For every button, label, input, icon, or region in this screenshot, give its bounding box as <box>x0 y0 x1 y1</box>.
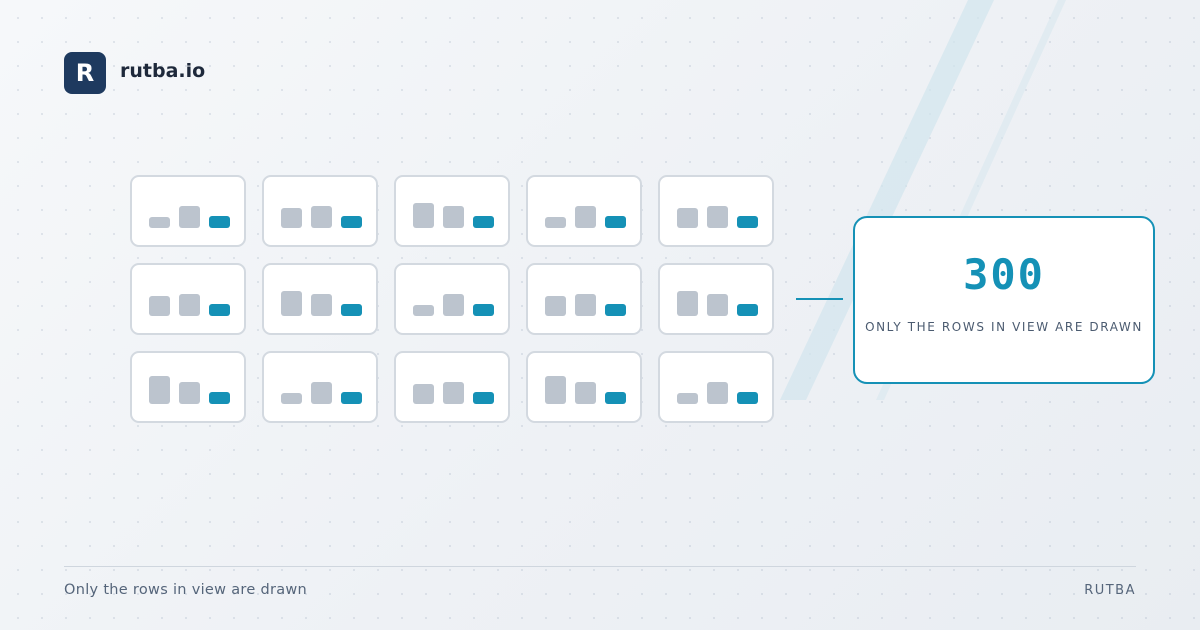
footer-tagline: Only the rows in view are drawn <box>64 582 308 598</box>
footer-divider <box>64 566 1136 567</box>
card-bar-accent <box>605 304 626 316</box>
footer-brand-mark: RUTBA <box>1084 583 1136 598</box>
card-bar-accent <box>605 392 626 404</box>
row-card <box>658 351 774 423</box>
row-card <box>526 263 642 335</box>
brand-name[interactable]: rutba.io <box>120 60 206 82</box>
card-bar-accent <box>341 304 362 316</box>
card-bar-1 <box>413 305 434 316</box>
card-bar-accent <box>605 216 626 228</box>
connector-line <box>796 298 843 300</box>
card-bar-2 <box>443 206 464 228</box>
row-count-callout: 300 ONLY THE ROWS IN VIEW ARE DRAWN <box>853 216 1155 384</box>
card-bar-accent <box>209 216 230 228</box>
card-bar-2 <box>179 294 200 316</box>
card-bar-2 <box>179 206 200 228</box>
row-card <box>130 351 246 423</box>
card-bar-1 <box>677 291 698 316</box>
card-bar-1 <box>149 376 170 404</box>
card-bar-2 <box>179 382 200 404</box>
card-bar-2 <box>575 382 596 404</box>
card-bar-2 <box>443 294 464 316</box>
card-bar-1 <box>281 208 302 228</box>
card-bar-accent <box>737 216 758 228</box>
card-bar-accent <box>473 216 494 228</box>
row-card <box>394 351 510 423</box>
card-bar-accent <box>737 304 758 316</box>
card-bar-2 <box>311 382 332 404</box>
card-bar-1 <box>413 203 434 228</box>
row-count-caption: ONLY THE ROWS IN VIEW ARE DRAWN <box>865 320 1143 334</box>
row-count-number: 300 <box>963 250 1045 299</box>
card-bar-1 <box>545 376 566 404</box>
card-bar-2 <box>311 294 332 316</box>
row-card <box>394 175 510 247</box>
row-card <box>526 175 642 247</box>
card-bar-2 <box>443 382 464 404</box>
card-bar-2 <box>707 382 728 404</box>
row-card <box>658 263 774 335</box>
row-card <box>394 263 510 335</box>
card-bar-2 <box>311 206 332 228</box>
card-bar-2 <box>707 294 728 316</box>
card-bar-1 <box>545 217 566 228</box>
card-bar-1 <box>413 384 434 404</box>
row-card <box>130 263 246 335</box>
card-bar-1 <box>545 296 566 316</box>
card-bar-1 <box>677 393 698 404</box>
card-bar-accent <box>341 392 362 404</box>
card-bar-2 <box>707 206 728 228</box>
card-bar-accent <box>473 392 494 404</box>
card-bar-1 <box>149 217 170 228</box>
row-card <box>526 351 642 423</box>
row-card <box>262 175 378 247</box>
row-card <box>262 263 378 335</box>
card-bar-2 <box>575 206 596 228</box>
logo-letter: R <box>75 59 95 87</box>
card-bar-1 <box>149 296 170 316</box>
card-bar-accent <box>473 304 494 316</box>
card-bar-accent <box>737 392 758 404</box>
card-bar-1 <box>281 291 302 316</box>
card-bar-accent <box>209 304 230 316</box>
card-bar-1 <box>677 208 698 228</box>
row-card <box>130 175 246 247</box>
card-bar-accent <box>341 216 362 228</box>
card-bar-1 <box>281 393 302 404</box>
card-bar-2 <box>575 294 596 316</box>
row-card <box>658 175 774 247</box>
logo-mark[interactable]: R <box>64 52 106 94</box>
row-card <box>262 351 378 423</box>
card-bar-accent <box>209 392 230 404</box>
